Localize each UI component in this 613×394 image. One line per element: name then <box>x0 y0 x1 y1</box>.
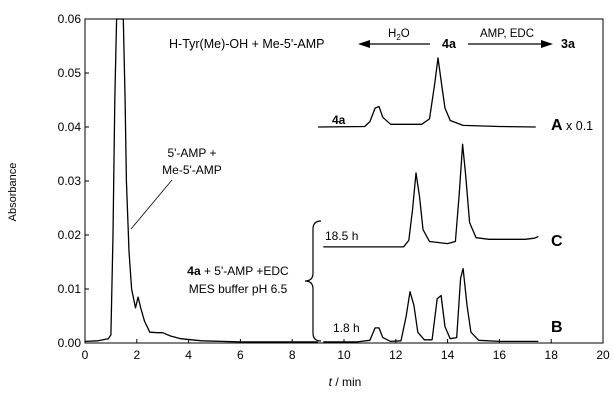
trace-a <box>318 57 536 128</box>
x-tick-label: 16 <box>493 348 507 362</box>
scheme-h2o-label: H2O <box>388 28 410 42</box>
trace-a-label: A x 0.1 <box>551 117 593 134</box>
trace-c <box>323 143 539 248</box>
trace-b-label: B <box>551 319 563 336</box>
scheme-right-label: AMP, EDC <box>480 28 534 40</box>
x-tick-label: 14 <box>441 348 455 362</box>
series-layer <box>84 18 539 343</box>
x-tick-label: 4 <box>185 348 192 362</box>
scheme-left-arrow <box>358 40 430 48</box>
condition-bracket <box>304 220 322 342</box>
x-tick-label: 10 <box>337 348 351 362</box>
plot-border <box>84 18 604 344</box>
scheme-left-text: H-Tyr(Me)-OH + Me-5'-AMP <box>169 37 325 51</box>
y-tick-label: 0.04 <box>58 120 82 134</box>
x-tick-label: 18 <box>545 348 559 362</box>
peak-label-leader <box>130 179 173 230</box>
x-tick-label: 8 <box>289 348 296 362</box>
x-tick-label: 2 <box>133 348 140 362</box>
y-tick-label: 0.06 <box>58 12 82 26</box>
trace-c-label: C <box>551 233 563 250</box>
x-tick-label: 6 <box>237 348 244 362</box>
trace-main <box>84 18 319 343</box>
condition-line2: MES buffer pH 6.5 <box>189 282 288 296</box>
plot-frame <box>84 18 604 344</box>
x-tick-label: 12 <box>389 348 403 362</box>
y-tick-label: 0.00 <box>58 336 82 350</box>
y-tick-label: 0.03 <box>58 174 82 188</box>
x-tick-label: 0 <box>82 348 89 362</box>
y-axis: 0.00 0.01 0.02 0.03 0.04 0.05 0.06 <box>58 12 89 350</box>
trace-a-compound: 4a <box>332 113 346 127</box>
x-axis: 0 2 4 6 8 10 12 14 16 18 20 <box>82 339 610 362</box>
y-axis-label: Absorbance <box>7 163 19 222</box>
x-tick-label: 20 <box>596 348 610 362</box>
peak-label-line2: Me-5'-AMP <box>162 163 222 177</box>
y-tick-label: 0.01 <box>58 282 82 296</box>
x-axis-label: t / min <box>329 375 362 389</box>
y-tick-label: 0.05 <box>58 66 82 80</box>
scheme-right-arrow <box>468 40 553 48</box>
condition-line1: 4a + 5'-AMP +EDC <box>187 264 289 278</box>
y-tick-label: 0.02 <box>58 228 82 242</box>
time-label-b: 1.8 h <box>333 321 360 335</box>
scheme-center-compound: 4a <box>442 37 457 51</box>
scheme-product: 3a <box>561 37 576 51</box>
peak-label-line1: 5'-AMP + <box>167 146 216 160</box>
trace-b <box>323 267 539 343</box>
time-label-c: 18.5 h <box>325 229 358 243</box>
